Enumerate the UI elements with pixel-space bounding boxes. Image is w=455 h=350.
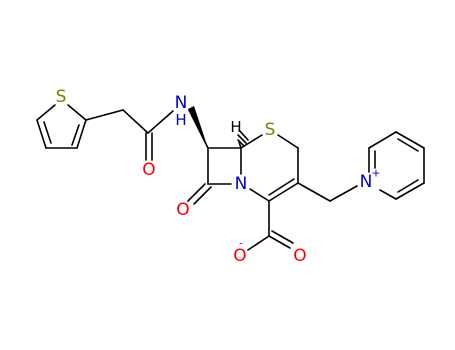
thiophene-sulfur-label: S (56, 87, 67, 107)
amide-nitrogen-label: N (175, 93, 188, 113)
stereo-hash-c6 (237, 129, 249, 149)
pyridinium-charge-label: + (371, 167, 380, 180)
carboxylate-oxygen-label: O (293, 246, 306, 266)
carboxylate-group (247, 200, 294, 251)
beta-lactam-ring (187, 147, 242, 205)
amide-oxygen-label: O (142, 160, 155, 180)
lactam-oxygen-label: O (176, 200, 189, 220)
carboxylate-charge-label: - (239, 237, 243, 250)
thiophene-ring (36, 104, 87, 149)
thiazine-sulfur-label: S (265, 120, 276, 140)
lactam-nitrogen-label: N (235, 174, 248, 194)
pyridinium-ring (368, 131, 425, 200)
dihydrothiazine-ring (240, 134, 299, 202)
methylene-linker (297, 182, 358, 202)
amide-hydrogen-label: H (175, 111, 186, 129)
chiral-hydrogen-label: H (230, 118, 241, 136)
pyridinium-nitrogen-label: N (360, 172, 373, 192)
acetamide-linker (85, 109, 209, 161)
stereo-wedge-c7 (188, 106, 208, 148)
carboxylate-oxygen-minus-label: O (233, 246, 246, 266)
